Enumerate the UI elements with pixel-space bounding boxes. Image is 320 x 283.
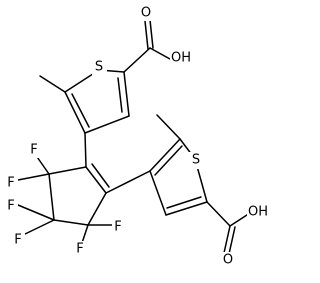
- bond-bottom-methyl: [156, 114, 181, 140]
- bond-top-thiophene-c2-c3: [64, 91, 86, 134]
- bond-cooh-top-c-oh: [149, 47, 171, 60]
- bond-top-methyl: [39, 75, 66, 93]
- bond-cyclopentene-c3-c4: [53, 219, 89, 226]
- chemical-structure: O OH S S OH O F F F F F F: [5, 5, 269, 268]
- atom-label-f1: F: [30, 143, 37, 158]
- bond-cyclopentene-c1-c2: [85, 166, 107, 194]
- atom-label-f6: F: [114, 220, 121, 235]
- bond-top-thiophene-c4-c5: [123, 71, 130, 117]
- atom-label-f5: F: [76, 242, 83, 257]
- atom-label-oh2: OH: [248, 205, 268, 220]
- bonds: [17, 19, 251, 255]
- bond-cyclopentene-c2-c3: [87, 192, 107, 226]
- bond-c-f4: [22, 219, 55, 236]
- bond-bottom-thiophene-c5-c4-double: [166, 196, 202, 209]
- bond-cyclopentene-c4-c5: [48, 173, 55, 221]
- bond-bottom-thiophene-c4-c3: [149, 170, 167, 216]
- bond-bottom-link: [105, 170, 151, 194]
- atom-label-s2: S: [192, 153, 200, 168]
- bond-top-thiophene-c2-c3-double: [71, 93, 90, 128]
- bond-cooh-top-c-o-b: [144, 20, 149, 50]
- bond-cooh-top-c-o-a: [149, 19, 154, 49]
- atom-label-o2: O: [223, 253, 233, 268]
- bond-c-f5: [81, 224, 89, 244]
- atom-label-f2: F: [7, 176, 14, 191]
- bond-cooh-bottom-c-o-a: [223, 225, 231, 254]
- bond-bottom-thiophene-c3-c2-double: [154, 145, 183, 176]
- bond-bottom-thiophene-c3-c2: [149, 138, 181, 172]
- atom-label-o1: O: [141, 6, 151, 21]
- bond-c-f2: [17, 173, 50, 181]
- bond-cooh-bottom-c-o-b: [228, 226, 236, 255]
- atom-labels: O OH S S OH O F F F F F F: [5, 5, 269, 268]
- bond-cyclopentene-c5-c1: [48, 166, 87, 175]
- bond-bottom-thiophene-c5-c4: [165, 201, 208, 216]
- atom-label-s1: S: [95, 60, 103, 75]
- bond-c-f3: [17, 204, 55, 221]
- bond-cyclopentene-c1-c2-double: [91, 163, 110, 188]
- bond-cooh-bottom-c-oh: [229, 212, 251, 227]
- bond-cooh-top-c-ring: [123, 47, 151, 73]
- bond-cooh-bottom-c-ring: [206, 201, 231, 227]
- atom-label-f4: F: [14, 233, 21, 248]
- atom-label-f3: F: [7, 199, 14, 214]
- bond-top-link: [84, 132, 87, 168]
- atom-label-oh1: OH: [171, 51, 191, 66]
- bond-top-thiophene-c4-c5-double: [117, 77, 123, 113]
- bond-top-thiophene-c3-c4: [84, 115, 130, 134]
